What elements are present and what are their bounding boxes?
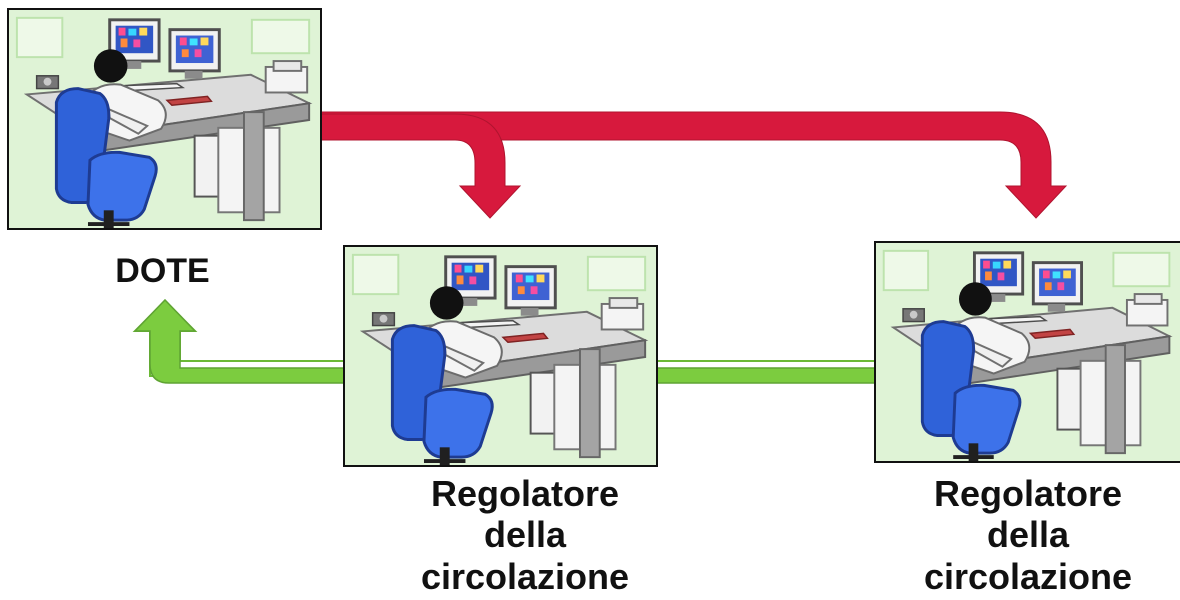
- regolatore-1-workstation: [343, 245, 658, 467]
- regolatore-2-workstation: [874, 241, 1180, 463]
- regolatore-2-label: Regolatore della circolazione: [923, 473, 1133, 597]
- operator-workstation-icon: [9, 10, 320, 228]
- downlink-arrow-right: [319, 111, 1068, 219]
- dote-workstation: [7, 8, 322, 230]
- operator-workstation-icon: [345, 247, 656, 465]
- regolatore-1-label: Regolatore della circolazione: [420, 473, 630, 597]
- operator-workstation-icon: [876, 243, 1180, 461]
- downlink-arrow-left: [319, 113, 522, 219]
- dote-label: DOTE: [115, 252, 210, 290]
